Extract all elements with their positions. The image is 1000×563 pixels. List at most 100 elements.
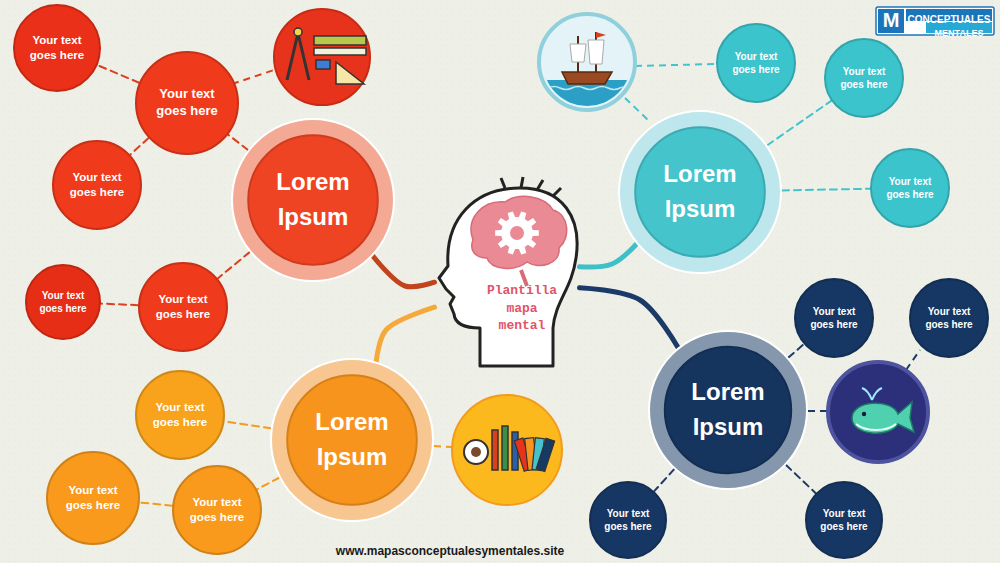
art-supplies-icon [452, 395, 562, 505]
leaf-text: Your text goes here [149, 86, 224, 120]
node-text-group: Your text goes here [35, 289, 90, 315]
circle-shape [794, 278, 874, 358]
circle-shape [13, 4, 101, 92]
logo-part [878, 9, 904, 33]
hair-strand [553, 188, 561, 196]
node-text-group: Your text goes here [59, 483, 127, 513]
ship-icon-part-part [548, 87, 632, 90]
dashed-connector [225, 421, 271, 428]
art-supplies-icon-part [502, 426, 508, 470]
art-supplies-icon-part [452, 395, 562, 505]
node-text-group: Your text goes here [881, 175, 939, 201]
head-outline [435, 178, 580, 368]
logo-text: M [883, 8, 900, 32]
node-text-group: Your text goes here [600, 507, 657, 533]
logo-part [926, 22, 992, 33]
leaf-text: Your text goes here [816, 507, 873, 533]
art-supplies-icon-part [471, 447, 481, 457]
label-box: MENTALES [926, 22, 992, 40]
head-title: Plantilla mapa mental [480, 282, 564, 335]
circle-shape [25, 264, 101, 340]
node-text-group: Your text goes here [149, 86, 224, 120]
ship-icon [539, 14, 635, 110]
logo-text: MENTALES [935, 29, 984, 39]
brain [471, 196, 567, 268]
dashed-connector [782, 189, 870, 191]
node-text-group: Lorem Ipsum [676, 375, 780, 445]
topic-circle: Lorem Ipsum [618, 110, 782, 274]
tools-icon-part [287, 33, 298, 80]
circle-fill [871, 149, 949, 227]
circle-core [665, 347, 791, 473]
leaf-text: Your text goes here [59, 483, 127, 513]
dashed-connector [130, 138, 148, 155]
circle-ring [649, 331, 807, 489]
circle-ring [232, 119, 394, 281]
leaf-circle: Your text goes here [25, 264, 101, 340]
ship-icon-part [596, 32, 606, 38]
circle-shape [824, 38, 904, 118]
leaf-text: Your text goes here [835, 65, 893, 91]
branch-connector [580, 244, 637, 267]
leaf-circle: Your text goes here [13, 4, 101, 92]
node-text-group: Your text goes here [816, 507, 873, 533]
tools-icon-part [298, 33, 309, 80]
leaf-text: Your text goes here [147, 400, 212, 430]
art-supplies-icon-part-part [536, 438, 554, 471]
dashed-connector [228, 135, 248, 150]
leaf-circle: Your text goes here [46, 451, 140, 545]
circle-fill [590, 482, 666, 558]
leaf-text: Your text goes here [25, 33, 89, 63]
circle-core [635, 127, 765, 257]
brain-stem [521, 270, 527, 286]
node-text-group: Lorem Ipsum [299, 405, 406, 475]
label-box: www.mapasconceptualesymentales.site [300, 541, 600, 559]
leaf-text: Your text goes here [805, 305, 863, 331]
leaf-text: Your text goes here [150, 292, 215, 322]
dashed-connector [767, 101, 831, 145]
dashed-connector [786, 465, 816, 493]
topic-circle: Lorem Ipsum [648, 330, 808, 490]
leaf-circle: Your text goes here [135, 51, 239, 155]
logo-part [876, 7, 994, 35]
leaf-circle: Your text goes here [135, 370, 225, 460]
leaf-text: Your text goes here [920, 305, 978, 331]
icon-leader [232, 64, 920, 447]
circle-shape [589, 481, 667, 559]
circle-ring [619, 111, 781, 273]
icon-leader-part [434, 446, 452, 447]
circle-fill [53, 141, 141, 229]
tools-icon [274, 9, 370, 105]
logo-part [906, 9, 992, 21]
leaf-circle: Your text goes here [138, 262, 228, 352]
leaf-text: Your text goes here [727, 50, 785, 76]
gear [495, 211, 539, 254]
node-text-group: Your text goes here [184, 495, 249, 525]
hair [501, 177, 561, 196]
ship-icon-part [588, 40, 604, 64]
tools-icon-part [314, 48, 366, 55]
art-supplies-icon-part [492, 430, 498, 470]
topic-text: Lorem Ipsum [299, 405, 406, 475]
topic-text: Lorem Ipsum [676, 375, 780, 445]
node-text-group: Your text goes here [150, 292, 215, 322]
ship-icon-part [570, 44, 586, 62]
circle-shape [716, 23, 796, 103]
circle-shape [172, 465, 262, 555]
tools-icon-part [294, 28, 302, 36]
topic-circle: Lorem Ipsum [231, 118, 395, 282]
node-text-group: Lorem Ipsum [647, 157, 754, 227]
topic-text: Lorem Ipsum [647, 157, 754, 227]
art-supplies-icon-part [514, 438, 554, 472]
whale-icon-part [856, 424, 896, 430]
logo-text: CONCEPTUALES [908, 14, 991, 25]
circle-fill [910, 279, 988, 357]
circle-shape [231, 118, 395, 282]
circle-fill [26, 265, 100, 339]
node-text-group: Lorem Ipsum [260, 165, 367, 235]
circle-shape [46, 451, 140, 545]
circle-shape [135, 51, 239, 155]
